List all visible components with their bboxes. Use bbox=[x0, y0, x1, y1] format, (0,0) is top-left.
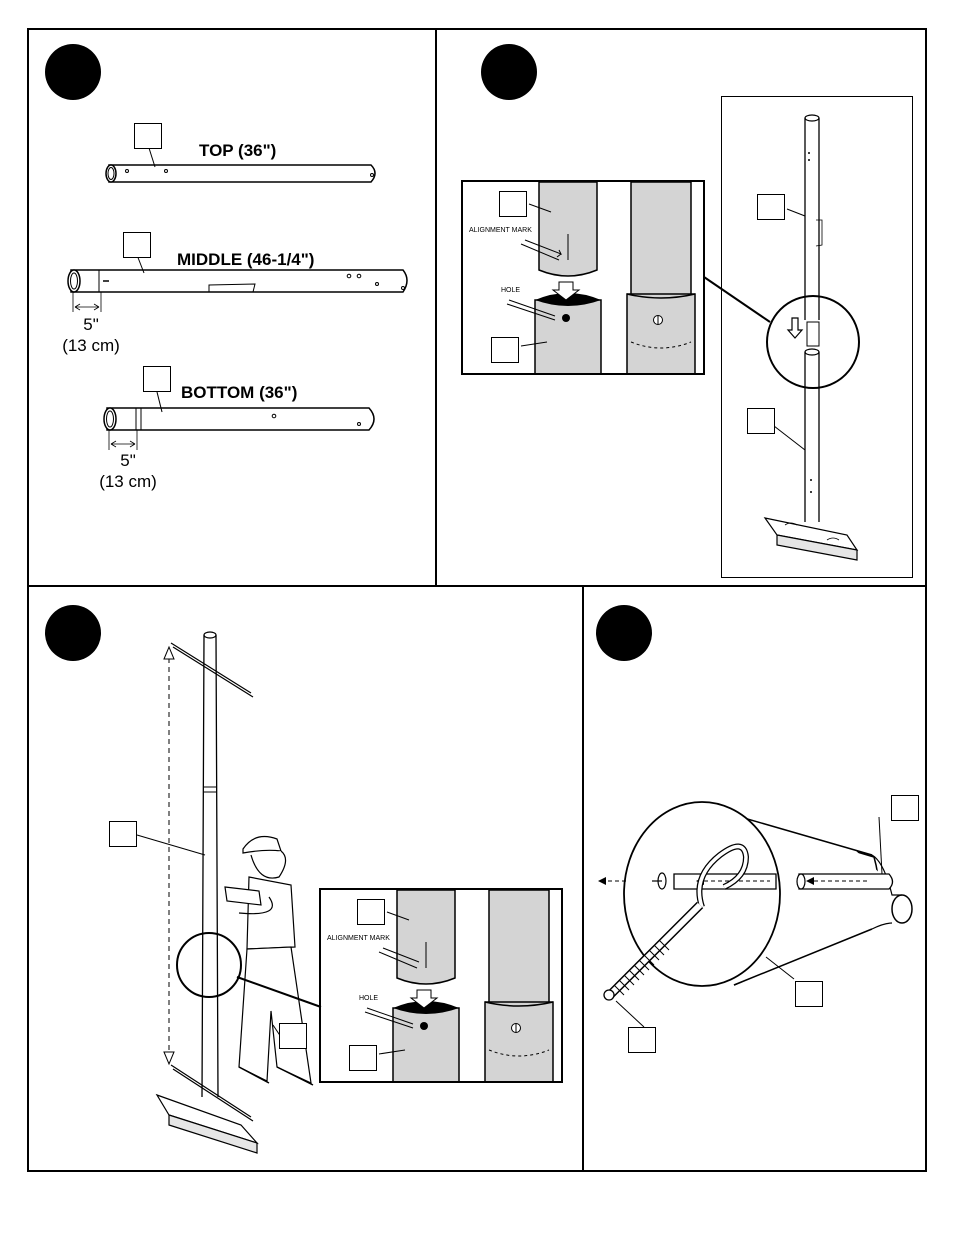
detail-inset: ALIGNMENT MARK HOLE bbox=[461, 180, 705, 375]
panel-step-4 bbox=[582, 585, 927, 1172]
part-tag-drum bbox=[795, 981, 823, 1007]
middle-dim-inches: 5" bbox=[83, 315, 99, 334]
panel-step-2: ALIGNMENT MARK HOLE bbox=[435, 28, 927, 587]
bottom-overlap-dimension: 5" (13 cm) bbox=[88, 450, 168, 492]
bottom-dim-inches: 5" bbox=[120, 451, 136, 470]
part-tag-detail-lower bbox=[491, 337, 519, 363]
panel-step-1: TOP (36") MIDDLE (46-1/4") BOTTOM (36") … bbox=[27, 28, 437, 587]
part-tag-rod bbox=[891, 795, 919, 821]
step-number-marker bbox=[481, 44, 537, 100]
part-tag-detail-upper bbox=[499, 191, 527, 217]
part-tag-base bbox=[279, 1023, 307, 1049]
panel-step-3: ALIGNMENT MARK HOLE bbox=[27, 585, 584, 1172]
hole-label: HOLE bbox=[501, 287, 521, 294]
detail-inset-drawing bbox=[506, 182, 696, 373]
bottom-pole-label: BOTTOM (36") bbox=[181, 383, 298, 402]
part-tag-eye-bolt bbox=[628, 1027, 656, 1053]
alignment-mark-label: ALIGNMENT MARK bbox=[469, 227, 532, 234]
hole-label: HOLE bbox=[359, 995, 379, 1002]
part-tag-detail-lower bbox=[349, 1045, 377, 1071]
person-raising-pole-drawing bbox=[136, 631, 322, 1154]
part-tag-middle bbox=[123, 232, 151, 258]
step-number-marker bbox=[596, 605, 652, 661]
part-tag-pole bbox=[109, 821, 137, 847]
bottom-dim-cm: (13 cm) bbox=[99, 472, 157, 491]
part-tag-bottom bbox=[143, 366, 171, 392]
alignment-mark-label: ALIGNMENT MARK bbox=[327, 935, 390, 942]
step-number-marker bbox=[45, 605, 101, 661]
assembly-frame bbox=[721, 96, 913, 578]
drum-bolt-drawing bbox=[598, 801, 913, 1028]
middle-overlap-dimension: 5" (13 cm) bbox=[51, 314, 131, 356]
step-number-marker bbox=[45, 44, 101, 100]
top-pole-drawing bbox=[67, 147, 408, 450]
part-tag-detail-upper bbox=[357, 899, 385, 925]
middle-dim-cm: (13 cm) bbox=[62, 336, 120, 355]
part-tag-upper-pole bbox=[757, 194, 785, 220]
detail-inset: ALIGNMENT MARK HOLE bbox=[319, 888, 563, 1083]
part-tag-lower-pole bbox=[747, 408, 775, 434]
top-pole-label: TOP (36") bbox=[199, 141, 277, 160]
middle-pole-label: MIDDLE (46-1/4") bbox=[177, 250, 315, 269]
part-tag-top bbox=[134, 123, 162, 149]
assembly-pole-drawing bbox=[703, 114, 860, 561]
detail-inset-drawing bbox=[364, 890, 554, 1081]
